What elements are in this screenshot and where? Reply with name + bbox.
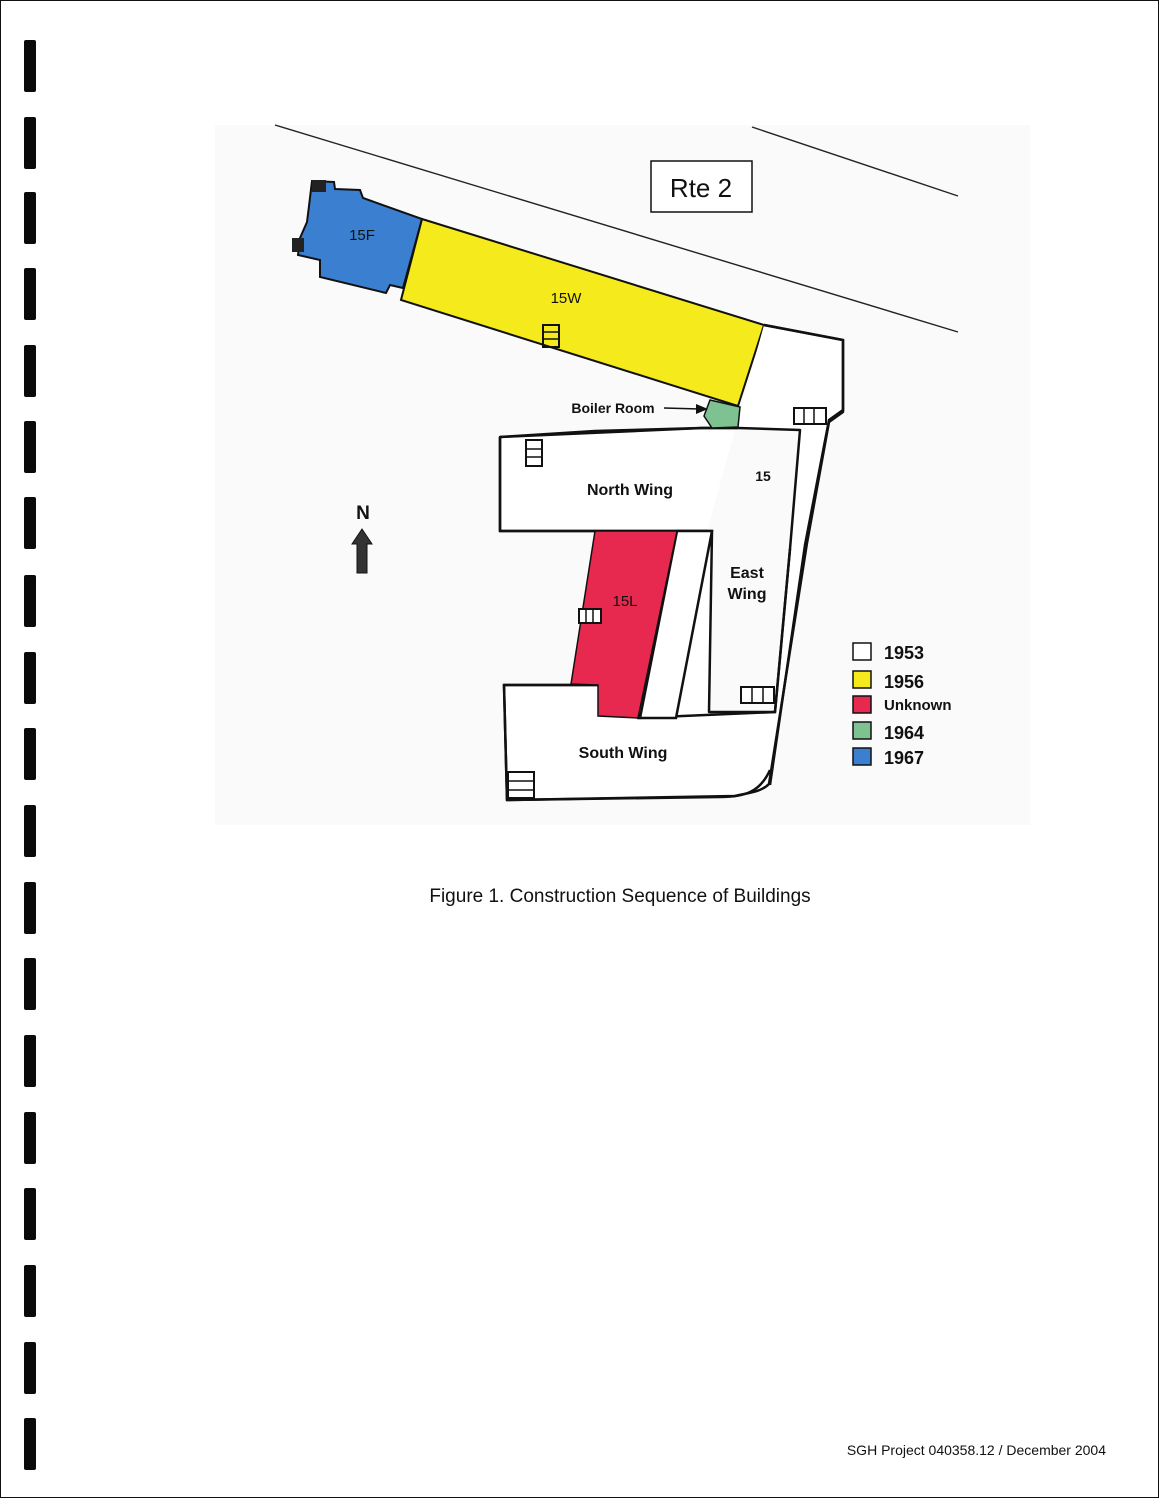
boiler-room-arrow-line <box>663 407 701 410</box>
stair-symbol <box>740 686 775 704</box>
north-arrow-icon <box>351 528 373 574</box>
boiler-room <box>703 399 741 429</box>
south-wing-label: South Wing <box>579 745 668 762</box>
stair-symbol <box>793 407 827 425</box>
binding-hole <box>24 882 36 934</box>
binding-hole <box>24 40 36 92</box>
south-wing-wall <box>502 683 772 802</box>
legend: 1953 1956 Unknown 1964 1967 <box>852 642 952 768</box>
binding-hole <box>24 345 36 397</box>
binding-hole <box>24 958 36 1010</box>
road-label-frame <box>650 160 753 213</box>
binding-hole <box>24 805 36 857</box>
stair-block <box>312 180 326 192</box>
stair-symbol <box>578 608 602 624</box>
legend-label-1953: 1953 <box>884 643 924 663</box>
binding-hole <box>24 497 36 549</box>
binding-hole <box>24 268 36 320</box>
legend-label-unknown: Unknown <box>884 697 952 714</box>
binding-hole <box>24 1035 36 1087</box>
north-arrow-label: N <box>356 503 370 524</box>
building-15f-label: 15F <box>349 227 375 244</box>
legend-label-1956: 1956 <box>884 672 924 692</box>
legend-label-1967: 1967 <box>884 748 924 768</box>
legend-swatch-1964 <box>852 721 872 740</box>
binding-hole <box>24 1112 36 1164</box>
inner-court-wall <box>636 548 792 720</box>
binding-hole <box>24 1265 36 1317</box>
stair-symbol <box>542 324 560 348</box>
north-arrow: N <box>351 503 373 574</box>
figure-caption: Figure 1. Construction Sequence of Build… <box>429 886 811 907</box>
road-edge-line <box>751 126 959 197</box>
north-wing-label: North Wing <box>587 482 673 499</box>
road-edge-line <box>274 124 959 333</box>
legend-swatch-1956 <box>852 670 872 689</box>
stair-block <box>292 238 304 252</box>
binding-hole <box>24 117 36 169</box>
binding-hole <box>24 575 36 627</box>
binding-hole <box>24 652 36 704</box>
page-footer: SGH Project 040358.12 / December 2004 <box>846 1442 1106 1458</box>
binding-holes <box>24 0 44 1500</box>
boiler-room-label: Boiler Room <box>571 400 654 416</box>
building-15l <box>570 530 678 719</box>
binding-hole <box>24 192 36 244</box>
boiler-room-arrow-head <box>696 404 708 414</box>
building-15l-label: 15L <box>612 593 637 610</box>
binding-hole <box>24 1418 36 1470</box>
binding-hole <box>24 1188 36 1240</box>
legend-swatch-1953 <box>852 642 872 661</box>
building-15-label: 15 <box>755 468 771 484</box>
east-wing-label-line2: Wing <box>728 586 767 603</box>
binding-hole <box>24 421 36 473</box>
binding-hole <box>24 728 36 780</box>
stair-symbol <box>525 439 543 467</box>
building-15w-label: 15W <box>551 290 583 307</box>
east-wing-wall <box>763 323 845 786</box>
stair-symbol <box>507 771 535 799</box>
legend-swatch-unknown <box>852 695 872 714</box>
road-label-box: Rte 2 <box>650 160 753 213</box>
binding-hole <box>24 1342 36 1394</box>
legend-label-1964: 1964 <box>884 723 924 743</box>
road-label: Rte 2 <box>670 173 732 203</box>
inner-courtyard <box>638 529 714 720</box>
east-wing-label-line1: East <box>730 565 764 582</box>
building-15f <box>296 179 424 295</box>
legend-swatch-1967 <box>852 747 872 766</box>
